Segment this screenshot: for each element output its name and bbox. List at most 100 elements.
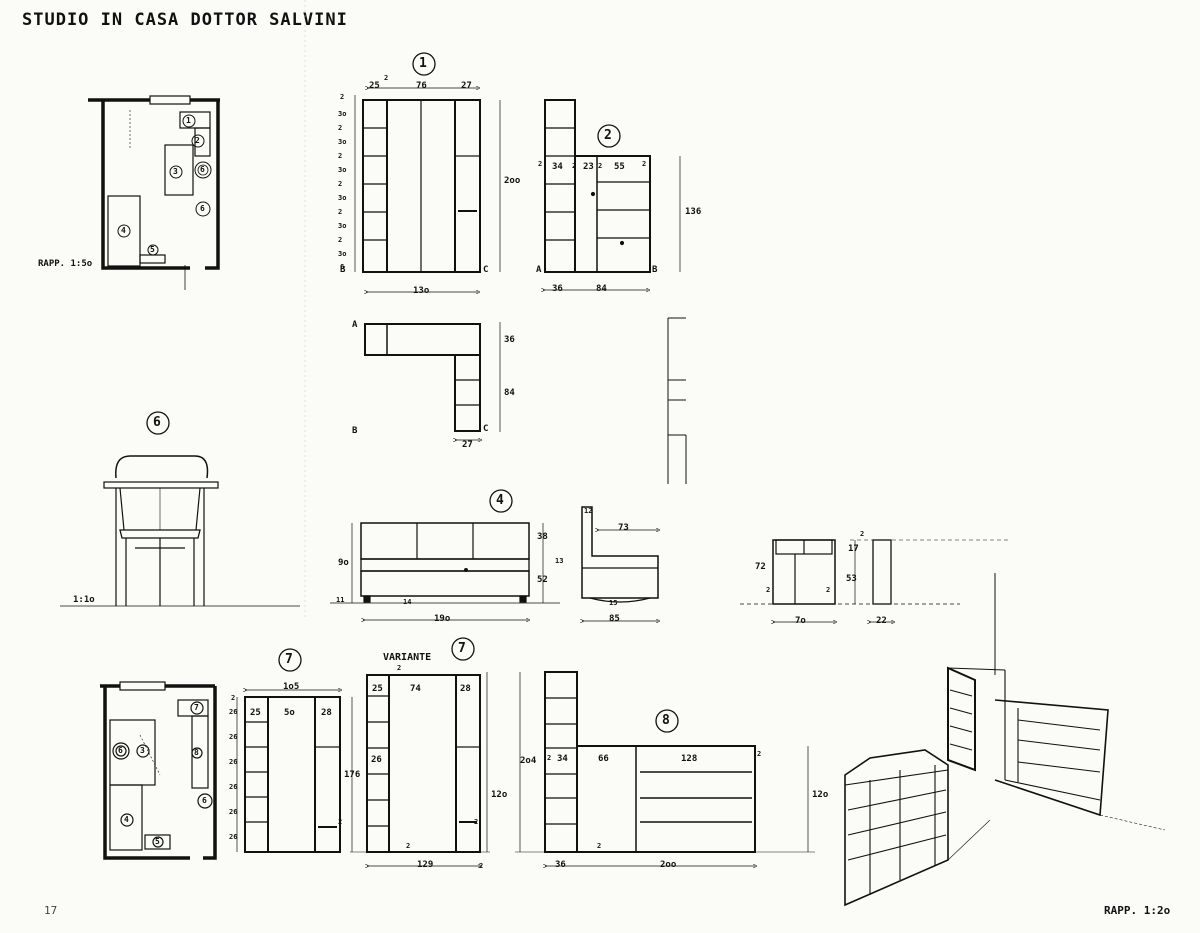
plan-mark: 6: [200, 204, 205, 213]
dim-label: 17: [848, 544, 859, 554]
item-number-7-variante: 7: [458, 641, 466, 656]
sheet-title: STUDIO IN CASA DOTTOR SALVINI: [22, 10, 348, 30]
dim-label: 2: [338, 818, 343, 826]
dim-label: 55: [614, 162, 625, 172]
dim-label: 15: [609, 599, 618, 607]
plan2-mark: 5: [155, 837, 160, 846]
dim-label: 2: [598, 162, 603, 170]
chair-6-elevation: [60, 455, 300, 607]
dim-label: 2: [340, 93, 345, 101]
dim-label: 12o: [491, 790, 508, 800]
dim-label: 9o: [338, 558, 349, 568]
dim-label: 3o: [338, 194, 347, 202]
dim-label: 2: [597, 842, 602, 850]
dim-label: 3o: [338, 166, 347, 174]
dim-label: 13: [555, 557, 564, 565]
dim-label: 66: [598, 754, 609, 764]
section-letter-c: C: [483, 424, 489, 434]
dim-label: 27: [461, 81, 472, 91]
dim-label: 22: [876, 616, 887, 626]
dim-label: 85: [609, 614, 620, 624]
dim-label: 2: [338, 124, 343, 132]
dim-label: 129: [417, 860, 434, 870]
sheet-scale-label: RAPP. 1:2o: [1104, 904, 1171, 917]
dim-label: 3o: [338, 110, 347, 118]
dim-label: 2: [338, 236, 343, 244]
section-letter-a: A: [536, 265, 542, 275]
plan2-mark: 3: [140, 746, 145, 755]
dim-label: 28: [460, 684, 471, 694]
unit-7-variante-elevation: [350, 672, 490, 866]
plan-mark: 4: [121, 226, 126, 235]
plan-mark: 5: [150, 245, 155, 254]
dim-label: 2: [397, 664, 402, 672]
section-letter-b: B: [340, 265, 346, 275]
dim-label: 2: [406, 842, 411, 850]
unit-2-elevation: [543, 99, 681, 290]
dim-label: 3o: [338, 250, 347, 258]
dim-label: 25: [250, 708, 261, 718]
dim-label: 3o: [338, 138, 347, 146]
section-letter-a: A: [352, 320, 358, 330]
perspective-sketch: [844, 573, 1166, 907]
desk-elevation: [740, 539, 1010, 622]
dim-label: 2: [538, 160, 543, 168]
dim-label: 2: [338, 152, 343, 160]
plan-mark: 3: [173, 167, 178, 176]
dim-label: 36: [552, 284, 563, 294]
dim-label: 84: [596, 284, 607, 294]
dim-label: 36: [555, 860, 566, 870]
dim-label: 53: [846, 574, 857, 584]
dim-label: 25: [369, 81, 380, 91]
dim-label: 5o: [284, 708, 295, 718]
dim-label: 2oo: [504, 176, 521, 186]
plan2-mark: 6: [118, 746, 123, 755]
plan2-mark: 4: [124, 815, 129, 824]
dim-label: 2: [479, 862, 484, 870]
plan2-mark: 6: [202, 796, 207, 805]
dim-label: 2: [572, 162, 577, 170]
dim-label: 6: [340, 263, 345, 271]
dim-label: 74: [410, 684, 421, 694]
dim-label: 2: [826, 586, 831, 594]
dim-label: 26: [229, 783, 238, 791]
plan2-mark: 8: [194, 748, 199, 757]
dim-label: 19o: [434, 614, 451, 624]
dim-label: 2: [860, 530, 865, 538]
dim-label: 11: [336, 596, 345, 604]
dim-label: 26: [229, 808, 238, 816]
section-letter-c: C: [483, 265, 489, 275]
dim-label: 26: [229, 708, 238, 716]
dim-label: 52: [537, 575, 548, 585]
item-number-7: 7: [285, 652, 293, 667]
dim-label: 7o: [795, 616, 806, 626]
dim-label: 2: [474, 818, 479, 826]
plan-mark: 6: [200, 165, 205, 174]
dim-label: 26: [229, 833, 238, 841]
dim-label: 1o5: [283, 682, 300, 692]
unit-4-sofa-side: [582, 506, 658, 621]
dim-label: 84: [504, 388, 515, 398]
dim-label: 2: [338, 180, 343, 188]
room-plan-2: [100, 681, 217, 860]
unit-4-sofa-front: [330, 522, 560, 620]
dim-label: 27: [462, 440, 473, 450]
chair-scale-label: 1:1o: [73, 595, 95, 605]
unit-8-elevation: [515, 671, 815, 866]
item-number-2: 2: [604, 128, 612, 143]
unit-1-elevation: [354, 88, 501, 292]
item-number-8: 8: [662, 713, 670, 728]
section-letter-b: B: [352, 426, 358, 436]
dim-label: 38: [537, 532, 548, 542]
dim-label: 2o4: [520, 756, 537, 766]
item-number-circles: [146, 52, 679, 733]
dim-label: 76: [416, 81, 427, 91]
dim-label: 13o: [413, 286, 430, 296]
dim-label: 2: [231, 694, 236, 702]
dim-label: 2oo: [660, 860, 677, 870]
dim-label: 36: [504, 335, 515, 345]
dim-label: 23: [583, 162, 594, 172]
plan-mark: 1: [186, 116, 191, 125]
dim-label: 2: [338, 208, 343, 216]
dim-label: 34: [552, 162, 563, 172]
